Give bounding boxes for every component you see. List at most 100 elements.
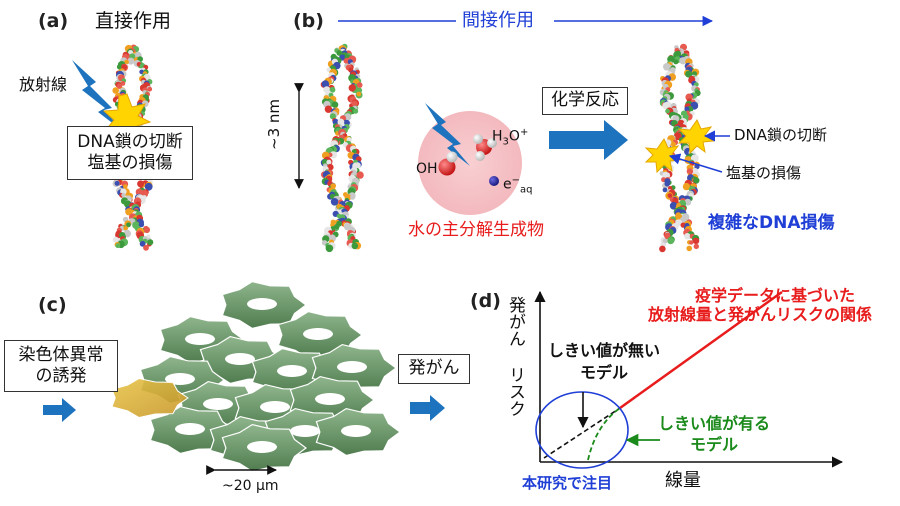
base-damage-pointer	[668, 153, 723, 173]
atom-sphere	[112, 236, 119, 243]
reaction-arrow-icon	[549, 120, 628, 160]
atom-sphere	[331, 101, 339, 108]
arrow-to-cells-icon	[43, 398, 76, 422]
atom-sphere	[336, 50, 343, 56]
chromosome-aberration-box: 染色体異常 の誘発	[4, 340, 118, 392]
atom-sphere	[143, 244, 149, 251]
atom-sphere	[351, 100, 358, 107]
chromosome-box-line1: 染色体異常	[18, 344, 104, 365]
atom-sphere	[689, 240, 694, 245]
atom-sphere	[144, 182, 153, 191]
oh-label: OH	[416, 161, 438, 177]
atom-sphere	[323, 86, 331, 94]
direct-box-line1: DNA鎖の切断	[77, 131, 183, 152]
atom-sphere	[115, 243, 121, 249]
threshold-line2: モデル	[690, 434, 739, 454]
atom-sphere	[673, 59, 679, 65]
atom-sphere	[138, 221, 145, 228]
chromosome-box-line2: の誘発	[35, 366, 87, 386]
base-damage-star-icon	[644, 137, 682, 174]
electron-sup: −	[511, 175, 521, 186]
atom-sphere	[664, 181, 670, 187]
atom-sphere	[348, 74, 356, 82]
atom-sphere	[147, 239, 154, 246]
atom-sphere	[667, 237, 675, 245]
atom-sphere	[123, 226, 128, 231]
atom-sphere	[662, 187, 668, 193]
chemical-reaction-box: 化学反応	[542, 87, 628, 115]
atom-sphere	[356, 87, 363, 94]
hydronium-h: H	[492, 128, 503, 145]
panel-b-title: 間接作用	[462, 10, 534, 31]
atom-sphere	[667, 193, 673, 199]
atom-sphere	[332, 118, 339, 126]
threshold-curve	[587, 407, 621, 461]
atom-sphere	[685, 70, 693, 78]
hydronium-molecule	[473, 134, 497, 161]
atom-sphere	[351, 242, 359, 250]
atom-sphere	[686, 245, 692, 252]
atom-sphere	[662, 102, 670, 110]
atom-sphere	[326, 159, 332, 165]
atom-sphere	[112, 87, 119, 94]
atom-sphere	[353, 108, 359, 114]
dna-helix-b-right	[659, 43, 701, 253]
cell	[221, 423, 308, 473]
threshold-label: しきい値が有る モデル	[658, 414, 770, 456]
panel-a-title: 直接作用	[95, 10, 172, 32]
atom-sphere	[329, 86, 336, 93]
panel-a-label: (a)	[38, 10, 69, 32]
atom-sphere	[348, 84, 356, 92]
epidemiology-label-line1: 疫学データに基づいた	[695, 286, 856, 305]
arrow-to-cancer-icon	[410, 395, 445, 421]
panel-c-label: (c)	[38, 294, 67, 316]
radiation-bolt-b-icon	[425, 103, 470, 166]
atom-sphere	[350, 194, 356, 200]
hydronium-sub: 3	[502, 136, 509, 148]
cell-cluster	[111, 280, 402, 473]
scale-20um-label: ~20 µm	[222, 478, 279, 494]
oh-radical-molecule	[438, 151, 458, 176]
electron-label: e−aq	[503, 176, 533, 195]
no-threshold-line2: モデル	[580, 362, 629, 382]
atom-sphere	[682, 182, 691, 191]
no-threshold-line1: しきい値が無い	[548, 341, 661, 360]
atom-sphere	[356, 171, 364, 179]
cancer-box: 発がん	[398, 354, 470, 384]
atom-sphere	[684, 233, 691, 240]
direct-damage-box: DNA鎖の切断 塩基の損傷	[67, 126, 193, 180]
atom-sphere	[671, 141, 676, 147]
atom-sphere	[329, 113, 336, 120]
panel-d-label: (d)	[470, 290, 501, 312]
complex-damage-label: 複雑なDNA損傷	[708, 213, 835, 233]
cell	[221, 280, 308, 330]
y-axis-label-1: 発がん	[505, 296, 525, 347]
atom-sphere	[693, 177, 700, 184]
epidemiology-label: 疫学データに基づいた 放射線量と発がんリスクの関係	[648, 286, 872, 324]
radiation-label: 放射線	[19, 75, 68, 94]
atom-sphere	[143, 226, 151, 234]
atom-sphere	[137, 180, 145, 188]
atom-sphere	[147, 86, 153, 92]
atom-sphere	[121, 192, 126, 198]
atom-sphere	[139, 240, 146, 247]
atom-sphere	[127, 57, 135, 65]
atom-sphere	[356, 91, 362, 97]
y-axis-label-2: リスク	[505, 366, 525, 417]
strand-break-label: DNA鎖の切断	[734, 126, 828, 144]
atom-sphere	[330, 198, 339, 206]
chemical-reaction-label: 化学反応	[551, 90, 619, 111]
transformed-cell	[111, 377, 189, 419]
scale-3nm-label: ~3 nm	[265, 99, 283, 150]
atom-sphere	[684, 106, 690, 112]
base-damage-label: 塩基の損傷	[726, 164, 802, 182]
atom-sphere	[669, 202, 678, 210]
electron-e: e	[503, 176, 512, 193]
no-threshold-line	[543, 407, 621, 459]
cell	[315, 407, 402, 457]
focus-ellipse	[535, 391, 629, 469]
hydronium-label: H3O+	[492, 128, 528, 147]
hydrated-electron	[489, 176, 499, 186]
hydronium-o: O	[508, 128, 520, 145]
